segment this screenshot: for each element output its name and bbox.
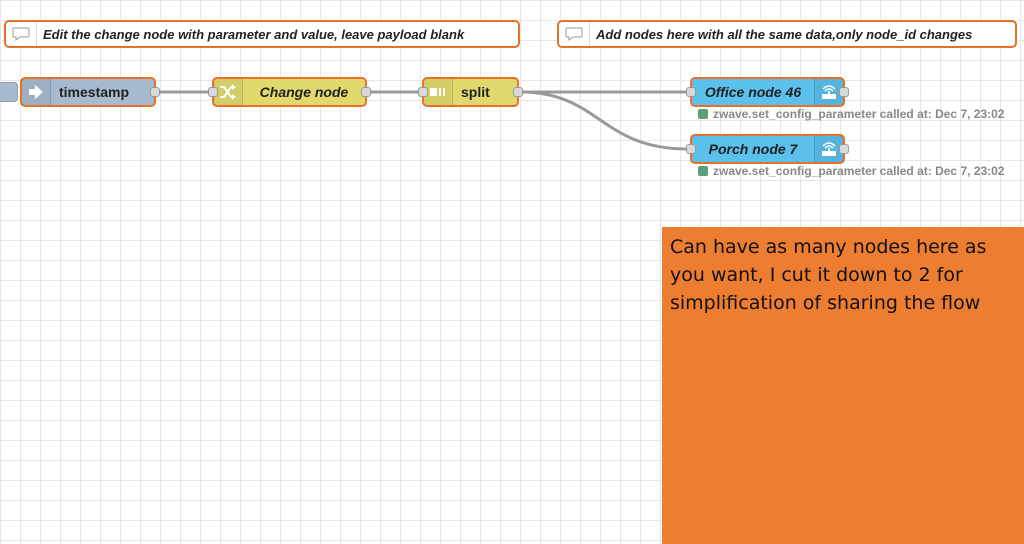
wire-split-porch[interactable]	[519, 90, 689, 151]
split-node[interactable]: split	[418, 77, 523, 107]
comment-node-edit[interactable]: Edit the change node with parameter and …	[4, 20, 520, 48]
comment-text: Edit the change node with parameter and …	[43, 26, 465, 42]
zwave-node-office[interactable]: Office node 46	[686, 77, 849, 107]
output-port[interactable]	[513, 87, 523, 97]
speech-bubble-icon	[6, 22, 37, 46]
zwave-router-icon	[814, 79, 843, 105]
status-porch: zwave.set_config_parameter called at: De…	[698, 164, 1004, 178]
zwave-router-icon	[814, 136, 843, 162]
inject-arrow-icon	[22, 79, 51, 105]
status-dot	[698, 166, 708, 176]
split-icon	[424, 79, 453, 105]
inject-node-timestamp[interactable]: timestamp	[20, 77, 160, 107]
zwave-node-porch[interactable]: Porch node 7	[686, 134, 849, 164]
node-label: timestamp	[59, 84, 130, 100]
speech-bubble-icon	[559, 22, 590, 46]
status-dot	[698, 109, 708, 119]
node-label: split	[461, 84, 490, 100]
comment-node-add[interactable]: Add nodes here with all the same data,on…	[557, 20, 1017, 48]
input-port[interactable]	[686, 144, 696, 154]
change-node[interactable]: Change node	[208, 77, 371, 107]
node-label: Porch node 7	[708, 141, 798, 157]
output-port[interactable]	[361, 87, 371, 97]
annotation-note: Can have as many nodes here as you want,…	[662, 227, 1024, 544]
shuffle-icon	[214, 79, 243, 105]
output-port[interactable]	[839, 87, 849, 97]
input-port[interactable]	[208, 87, 218, 97]
node-label: Change node	[259, 84, 349, 100]
output-port[interactable]	[839, 144, 849, 154]
input-port[interactable]	[418, 87, 428, 97]
status-text: zwave.set_config_parameter called at: De…	[713, 164, 1005, 178]
offscreen-node-edge[interactable]	[0, 82, 18, 102]
output-port[interactable]	[150, 87, 160, 97]
status-office: zwave.set_config_parameter called at: De…	[698, 107, 1004, 121]
annotation-text: Can have as many nodes here as you want,…	[670, 236, 987, 314]
input-port[interactable]	[686, 87, 696, 97]
status-text: zwave.set_config_parameter called at: De…	[713, 107, 1005, 121]
node-label: Office node 46	[704, 84, 802, 100]
comment-text: Add nodes here with all the same data,on…	[596, 26, 973, 42]
